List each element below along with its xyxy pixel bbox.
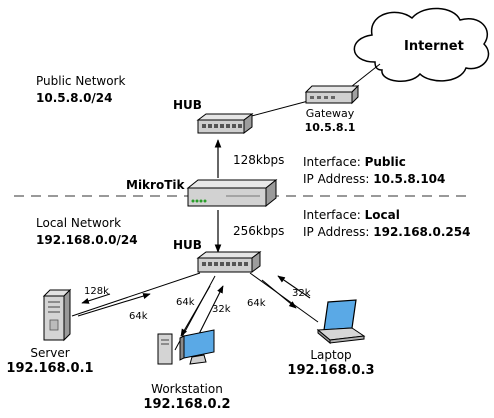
workstation-up-arrow (195, 285, 224, 341)
interface-public-ip-prefix: IP Address: (303, 172, 374, 186)
link-hub-gateway (243, 99, 313, 119)
server-up-arrow (81, 293, 111, 304)
hub-top-label: HUB (173, 98, 202, 112)
laptop-ip-label: 192.168.0.3 (287, 363, 375, 378)
interface-local-name: Local (364, 208, 400, 222)
workstation-down-speed: 64k (176, 297, 195, 308)
workstation-name-label: Workstation (151, 382, 223, 396)
server-up-speed: 128k (84, 286, 109, 297)
downlink-speed-label: 256kbps (233, 224, 285, 238)
local-network-title: Local Network (36, 216, 122, 230)
workstation-ip-label: 192.168.0.2 (143, 397, 231, 412)
server-name-label: Server (30, 346, 70, 360)
laptop-icon (316, 299, 366, 345)
interface-local-ip-line: IP Address: 192.168.0.254 (303, 225, 470, 239)
interface-public-line: Interface: Public (303, 155, 406, 169)
server-down-speed: 64k (129, 311, 148, 322)
router-name-label: MikroTik (126, 178, 185, 192)
hub-bottom-device-icon (196, 251, 262, 273)
workstation-down-arrow (180, 285, 211, 337)
laptop-down-arrow (261, 279, 297, 309)
internet-label: Internet (404, 39, 464, 54)
laptop-up-arrow (277, 275, 311, 299)
interface-local-line: Interface: Local (303, 208, 400, 222)
uplink-speed-label: 128kbps (233, 153, 285, 167)
server-ip-label: 192.168.0.1 (6, 361, 94, 376)
laptop-name-label: Laptop (310, 348, 352, 362)
workstation-icon (157, 329, 215, 365)
gateway-device-icon (304, 84, 360, 105)
workstation-up-speed: 32k (212, 304, 231, 315)
hub-top-device-icon (196, 113, 254, 134)
interface-public-ip-line: IP Address: 10.5.8.104 (303, 172, 445, 186)
laptop-up-speed: 32k (292, 288, 311, 299)
traffic-arrows (77, 275, 311, 341)
server-down-arrow (77, 293, 151, 317)
gateway-name-label: Gateway (305, 107, 355, 120)
laptop-down-speed: 64k (247, 298, 266, 309)
link-hub-server (71, 272, 201, 317)
gateway-ip-label: 10.5.8.1 (304, 121, 356, 134)
hub-bottom-label: HUB (173, 238, 202, 252)
interface-public-name: Public (364, 155, 406, 169)
interface-local-prefix: Interface: (303, 208, 365, 222)
interface-public-ip: 10.5.8.104 (373, 172, 446, 186)
public-network-subnet: 10.5.8.0/24 (36, 91, 113, 105)
mikrotik-router-icon (186, 178, 278, 208)
internet-cloud-icon (353, 7, 490, 82)
server-icon (42, 288, 72, 342)
interface-local-ip: 192.168.0.254 (373, 225, 471, 239)
interface-public-prefix: Interface: (303, 155, 365, 169)
interface-local-ip-prefix: IP Address: (303, 225, 374, 239)
local-network-subnet: 192.168.0.0/24 (36, 233, 138, 247)
public-network-title: Public Network (36, 74, 126, 88)
